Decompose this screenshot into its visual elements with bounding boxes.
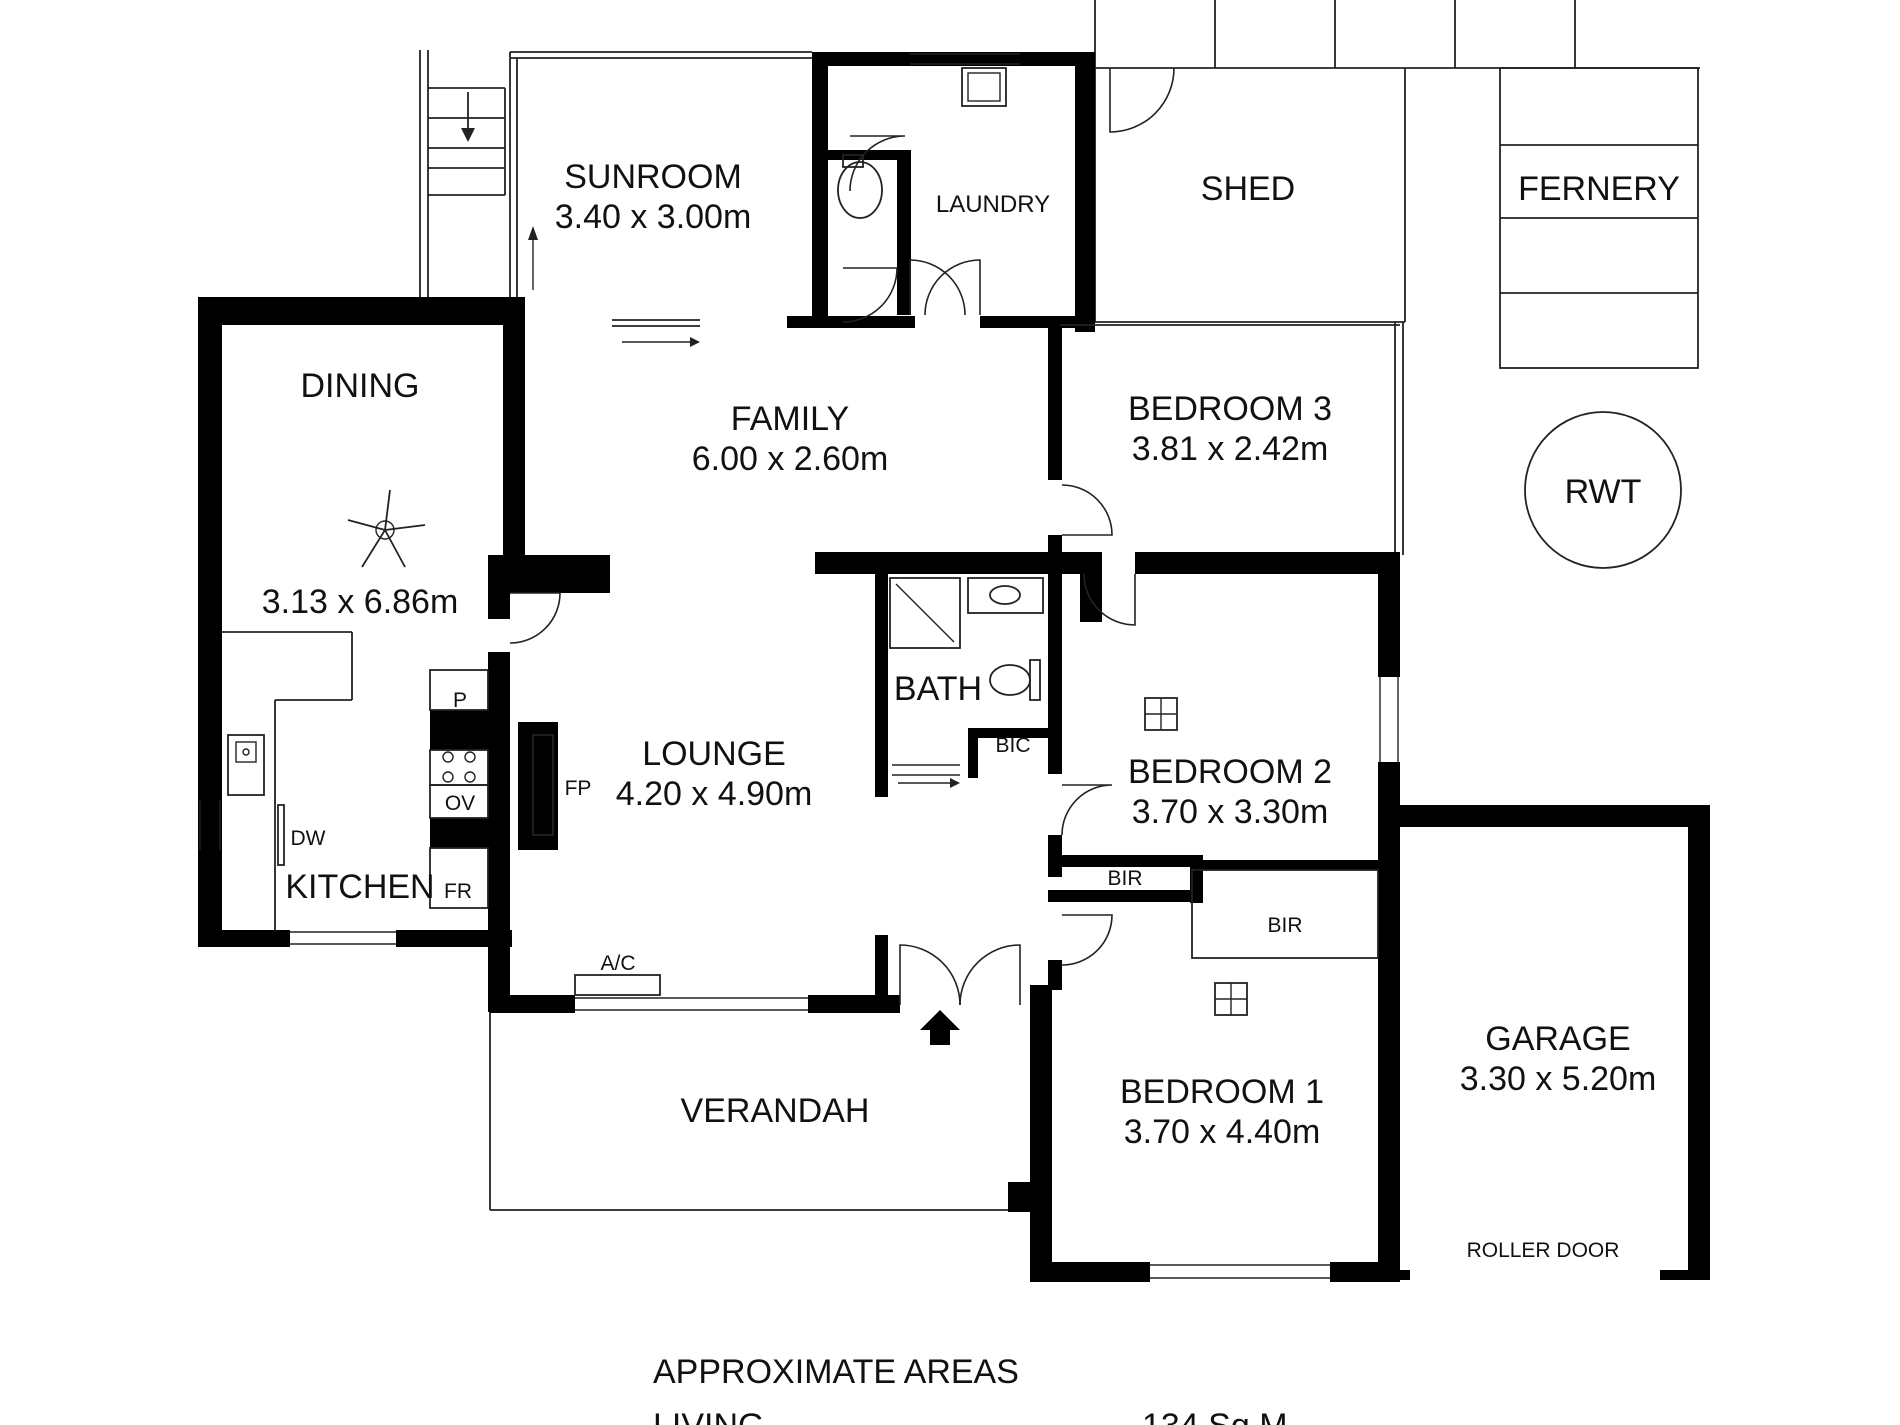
living-area-label: LIVING [653, 1407, 764, 1425]
rear-fence [1094, 0, 1700, 69]
bedroom1-dims: 3.70 x 4.40m [1124, 1113, 1321, 1151]
sunroom-name: SUNROOM [564, 158, 742, 196]
rainwater-tank [1524, 411, 1682, 569]
pantry-label: P [453, 689, 467, 712]
kitchen-joinery [222, 631, 661, 996]
walls [198, 52, 1710, 1282]
bath-name: BATH [894, 670, 982, 708]
wet-area-fixtures [837, 67, 1379, 959]
bedroom2-name: BEDROOM 2 [1128, 753, 1332, 791]
room-labels: SUNROOM 3.40 x 3.00m LAUNDRY SHED FERNER… [262, 158, 1680, 1151]
garage-name: GARAGE [1485, 1020, 1630, 1058]
kitchen-name: KITCHEN [285, 868, 434, 906]
lounge-name: LOUNGE [642, 735, 786, 773]
sunroom-walls [509, 51, 812, 347]
doors [509, 135, 1136, 1045]
fixture-labels: P OV DW FR FP A/C BIC BIR BIR ROLLER DOO… [291, 689, 1620, 1262]
bed1-bir-label: BIR [1267, 914, 1302, 937]
living-area-value: 134 Sq M [1142, 1407, 1288, 1425]
fernery [1499, 67, 1699, 369]
garage-dims: 3.30 x 5.20m [1460, 1060, 1657, 1098]
sunroom-dims: 3.40 x 3.00m [555, 198, 752, 236]
bedroom3-name: BEDROOM 3 [1128, 390, 1332, 428]
bedroom3-dims: 3.81 x 2.42m [1132, 430, 1329, 468]
roller-door-label: ROLLER DOOR [1467, 1239, 1620, 1262]
aircon-label: A/C [600, 952, 635, 975]
dining-name: DINING [301, 367, 420, 405]
lounge-dims: 4.20 x 4.90m [616, 775, 813, 813]
family-dims: 6.00 x 2.60m [692, 440, 889, 478]
fireplace-label: FP [565, 777, 592, 800]
bedroom1-name: BEDROOM 1 [1120, 1073, 1324, 1111]
oven-label: OV [445, 792, 475, 815]
laundry-name: LAUNDRY [936, 191, 1050, 218]
dishwasher-label: DW [291, 827, 326, 850]
family-name: FAMILY [731, 400, 849, 438]
verandah-outline [489, 1010, 1030, 1212]
skylight-icon [1214, 982, 1248, 1016]
fernery-name: FERNERY [1518, 170, 1680, 208]
shed-name: SHED [1201, 170, 1295, 208]
areas-summary: APPROXIMATE AREAS LIVING 134 Sq M [653, 1353, 1288, 1425]
areas-heading: APPROXIMATE AREAS [653, 1353, 1019, 1391]
ceiling-fan-icon [347, 489, 426, 568]
skylight-icon [1144, 697, 1178, 731]
bath-bic-label: BIC [995, 734, 1030, 757]
fridge-label: FR [444, 880, 472, 903]
dining-dims: 3.13 x 6.86m [262, 583, 459, 621]
rear-stairs [419, 50, 506, 300]
windows [199, 53, 1399, 1279]
bed2-bir-label: BIR [1107, 867, 1142, 890]
verandah-name: VERANDAH [681, 1092, 870, 1130]
bedroom2-dims: 3.70 x 3.30m [1132, 793, 1329, 831]
rwt-name: RWT [1565, 473, 1642, 511]
